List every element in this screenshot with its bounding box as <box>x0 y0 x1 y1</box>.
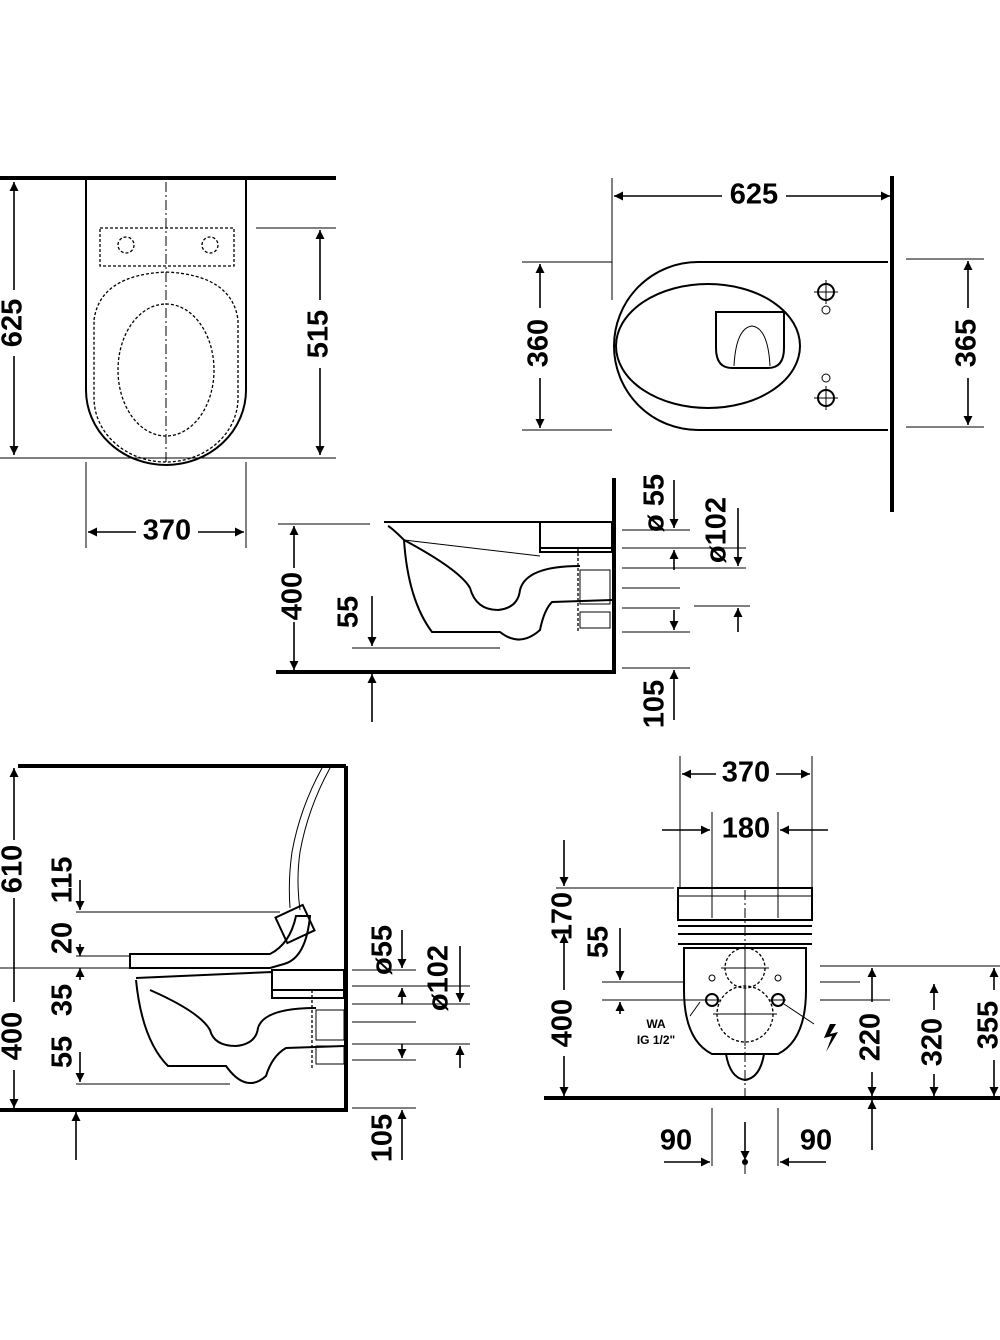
seat-opening <box>117 303 215 437</box>
mounting-plate-outline <box>99 227 235 267</box>
wa-label: WA <box>646 1017 666 1031</box>
dim-370-front: 370 <box>722 757 770 789</box>
dim-365: 365 <box>951 319 983 367</box>
dim-400-side: 400 <box>277 572 309 620</box>
rim-top <box>384 521 612 549</box>
dim-115: 115 <box>47 857 79 904</box>
dim-dia-55-shower: ø55 <box>367 925 399 975</box>
electrical-icon <box>824 1024 838 1052</box>
dim-90-left: 90 <box>660 1125 692 1157</box>
dim-90-right: 90 <box>800 1125 832 1157</box>
ig-label: IG 1/2" <box>637 1033 675 1047</box>
dim-35: 35 <box>47 984 79 1016</box>
dim-610: 610 <box>0 845 29 893</box>
dim-625-vertical: 625 <box>0 299 29 347</box>
dim-400-front: 400 <box>547 999 579 1047</box>
dim-55-front: 55 <box>583 926 615 958</box>
dim-105-side: 105 <box>639 680 671 728</box>
dim-180: 180 <box>722 813 770 845</box>
dim-dia-102-shower: ø102 <box>423 945 455 1011</box>
dim-625-horizontal: 625 <box>730 179 778 211</box>
dim-dia-55-side: ø 55 <box>639 474 671 532</box>
front-view: 370 180 170 55 400 220 320 355 90 90 WA … <box>544 756 1000 1174</box>
bowl-inner <box>403 539 581 612</box>
dim-320: 320 <box>917 1018 949 1066</box>
dim-20: 20 <box>47 922 79 954</box>
outlet <box>715 311 785 369</box>
shower-seat <box>129 915 312 969</box>
bowl-profile <box>387 525 613 641</box>
dim-55-shower: 55 <box>47 1036 79 1068</box>
dim-360: 360 <box>523 319 555 367</box>
dim-170: 170 <box>547 892 579 940</box>
dim-220: 220 <box>855 1013 887 1061</box>
bowl-outline <box>613 261 888 431</box>
dim-dia-102-side: ø102 <box>701 497 733 563</box>
dim-355: 355 <box>973 1001 1000 1049</box>
dim-370-top: 370 <box>143 515 191 547</box>
seat-outline <box>93 271 239 463</box>
top-view: 625 515 370 <box>0 176 336 550</box>
side-view: 400 55 ø 55 ø102 105 <box>276 474 750 728</box>
dim-105-shower: 105 <box>367 1114 399 1162</box>
hose-inner <box>297 767 331 911</box>
bowl-outline <box>85 178 247 466</box>
shower-side-view: 610 400 115 20 35 55 ø55 ø102 105 <box>0 764 470 1162</box>
hose-outer <box>288 767 323 909</box>
bowl-rim <box>615 283 801 409</box>
dim-400-shower: 400 <box>0 1012 29 1060</box>
seat-lid <box>677 887 813 921</box>
plan-view: 625 360 365 <box>522 176 984 512</box>
dim-515: 515 <box>303 310 335 358</box>
bowl-front <box>683 947 807 1055</box>
dim-55-side: 55 <box>333 596 365 628</box>
